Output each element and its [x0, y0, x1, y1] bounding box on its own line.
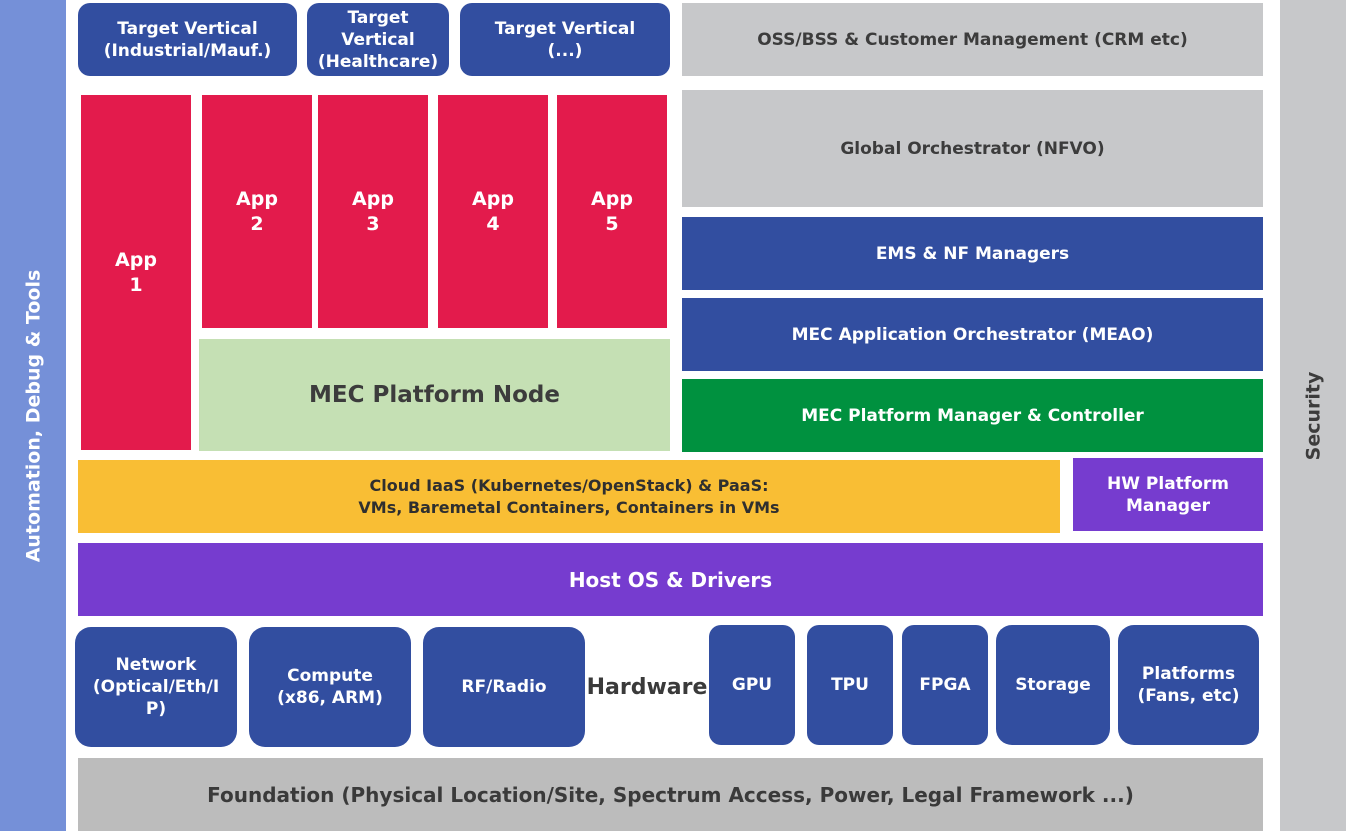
hardware-platforms: Platforms (Fans, etc) [1118, 625, 1259, 745]
hw-platform-manager-box: HW Platform Manager [1073, 458, 1263, 531]
target-vertical-other: Target Vertical (...) [460, 3, 670, 76]
app-2: App 2 [202, 95, 312, 328]
target-vertical-industrial: Target Vertical (Industrial/Mauf.) [78, 3, 297, 76]
app-3: App 3 [318, 95, 428, 328]
cloud-iaas-paas-box: Cloud IaaS (Kubernetes/OpenStack) & PaaS… [78, 460, 1060, 533]
hardware-compute: Compute (x86, ARM) [249, 627, 411, 747]
ems-nf-managers-box: EMS & NF Managers [682, 217, 1263, 290]
foundation-box: Foundation (Physical Location/Site, Spec… [78, 758, 1263, 831]
hardware-label: Hardware [586, 675, 708, 700]
host-os-drivers-box: Host OS & Drivers [78, 543, 1263, 616]
hardware-network: Network (Optical/Eth/I P) [75, 627, 237, 747]
hardware-rf-radio: RF/Radio [423, 627, 585, 747]
hardware-fpga: FPGA [902, 625, 988, 745]
automation-debug-tools-label: Automation, Debug & Tools [22, 269, 45, 562]
security-label: Security [1302, 371, 1324, 460]
app-5: App 5 [557, 95, 667, 328]
hardware-gpu: GPU [709, 625, 795, 745]
app-1: App 1 [81, 95, 191, 450]
automation-debug-tools-bar: Automation, Debug & Tools [0, 0, 66, 831]
target-vertical-healthcare: Target Vertical (Healthcare) [307, 3, 449, 76]
security-bar: Security [1280, 0, 1346, 831]
hardware-storage: Storage [996, 625, 1110, 745]
oss-bss-box: OSS/BSS & Customer Management (CRM etc) [682, 3, 1263, 76]
meao-box: MEC Application Orchestrator (MEAO) [682, 298, 1263, 371]
mec-platform-node-box: MEC Platform Node [199, 339, 670, 451]
global-orchestrator-box: Global Orchestrator (NFVO) [682, 90, 1263, 207]
app-4: App 4 [438, 95, 548, 328]
mec-platform-manager-box: MEC Platform Manager & Controller [682, 379, 1263, 452]
hardware-tpu: TPU [807, 625, 893, 745]
